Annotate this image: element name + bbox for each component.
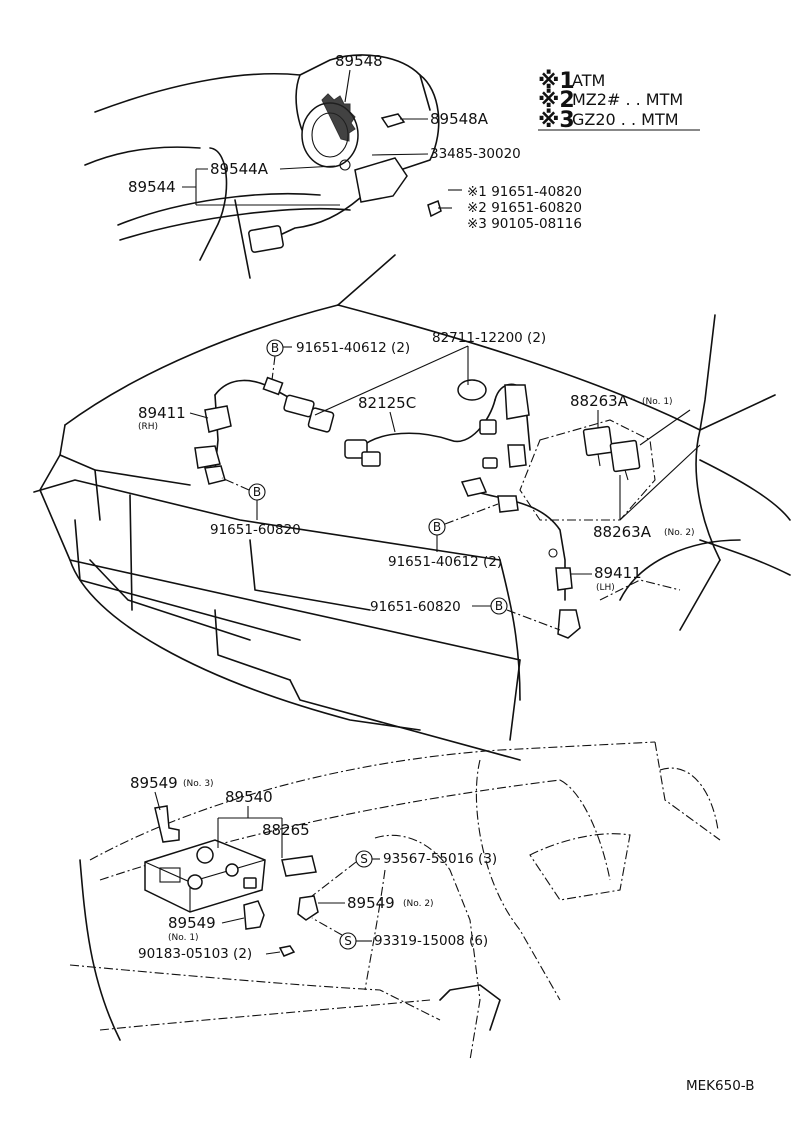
svg-text:※1: ※1 [538,69,575,94]
label-88263A-no2: 88263A [593,523,652,541]
label-89544: 89544 [128,178,176,196]
label-variant-3: ※3 90105-08116 [467,216,582,232]
label-89548: 89548 [335,52,383,70]
label-82711-12200: 82711-12200 (2) [432,330,546,346]
label-91651-40612-mid: 91651-40612 (2) [388,554,502,570]
label-88263A-no1-note: (No. 1) [642,397,673,407]
label-91651-40612-top: 91651-40612 (2) [296,340,410,356]
relay-88263A [582,425,641,481]
label-91651-60820-mid: 91651-60820 [370,599,461,615]
label-89549-no2-note: (No. 2) [403,899,434,909]
label-89544A: 89544A [210,160,269,178]
svg-text:S: S [344,934,352,948]
label-89411-lh: 89411 [594,564,642,582]
label-93319-15008: 93319-15008 (6) [374,933,488,949]
svg-text:B: B [253,485,261,499]
label-90183-05103: 90183-05103 (2) [138,946,252,962]
screw-symbol-bottom: S [339,932,357,950]
abs-ecu-89540 [144,839,266,913]
legend-2-text: MZ2# . . MTM [572,90,683,109]
label-89549-no3: 89549 [130,774,178,792]
clip-90183 [278,945,296,957]
label-89411-rh-note: (RH) [138,422,158,432]
label-89549-no3-note: (No. 3) [183,779,214,789]
legend-1-text: ATM [572,71,605,90]
label-89549-no2: 89549 [347,894,395,912]
abs-sensor-harness-rh [194,376,335,485]
bracket-89549-no1 [243,900,265,930]
label-89548A: 89548A [430,110,489,128]
bracket-89549-no2 [297,895,319,921]
label-variant-1: ※1 91651-40820 [467,184,582,200]
label-89540: 89540 [225,788,273,806]
bolt-symbol-lower: B [490,597,508,615]
label-89549-no1: 89549 [168,914,216,932]
label-89411-lh-note: (LH) [596,583,615,593]
bolt-symbol-mid: B [428,518,446,536]
legend-3-text: GZ20 . . MTM [572,110,679,129]
legend: ※1 ATM ※2 MZ2# . . MTM ※3 GZ20 . . MTM [538,69,700,133]
label-variant-2: ※2 91651-60820 [467,200,582,216]
svg-text:B: B [495,599,503,613]
svg-text:B: B [271,341,279,355]
vehicle-front-body [33,254,791,761]
label-88265-plate [281,855,317,877]
label-93567-55016: 93567-55016 (3) [383,851,497,867]
svg-text:※3: ※3 [538,108,575,133]
svg-text:B: B [433,520,441,534]
bolt-symbol-left: B [248,483,266,501]
abs-sensor-harness-lh [460,477,581,639]
screw-symbol-top: S [355,850,373,868]
label-89549-no1-note: (No. 1) [168,933,199,943]
svg-text:S: S [360,852,368,866]
bracket-89549-no3 [154,805,180,843]
label-33485-30020: 33485-30020 [430,146,521,162]
label-91651-60820-left: 91651-60820 [210,522,301,538]
svg-text:※2: ※2 [538,88,575,113]
steering-column-assembly [84,54,462,279]
label-82125C: 82125C [358,394,416,412]
label-88263A-no2-note: (No. 2) [664,528,695,538]
diagram-code: MEK650-B [686,1078,754,1094]
abs-wire-harness-82125C [344,379,531,469]
label-88265: 88265 [262,821,310,839]
label-89411-rh: 89411 [138,404,186,422]
bolt-symbol-top: B [266,339,284,357]
label-88263A-no1: 88263A [570,392,629,410]
